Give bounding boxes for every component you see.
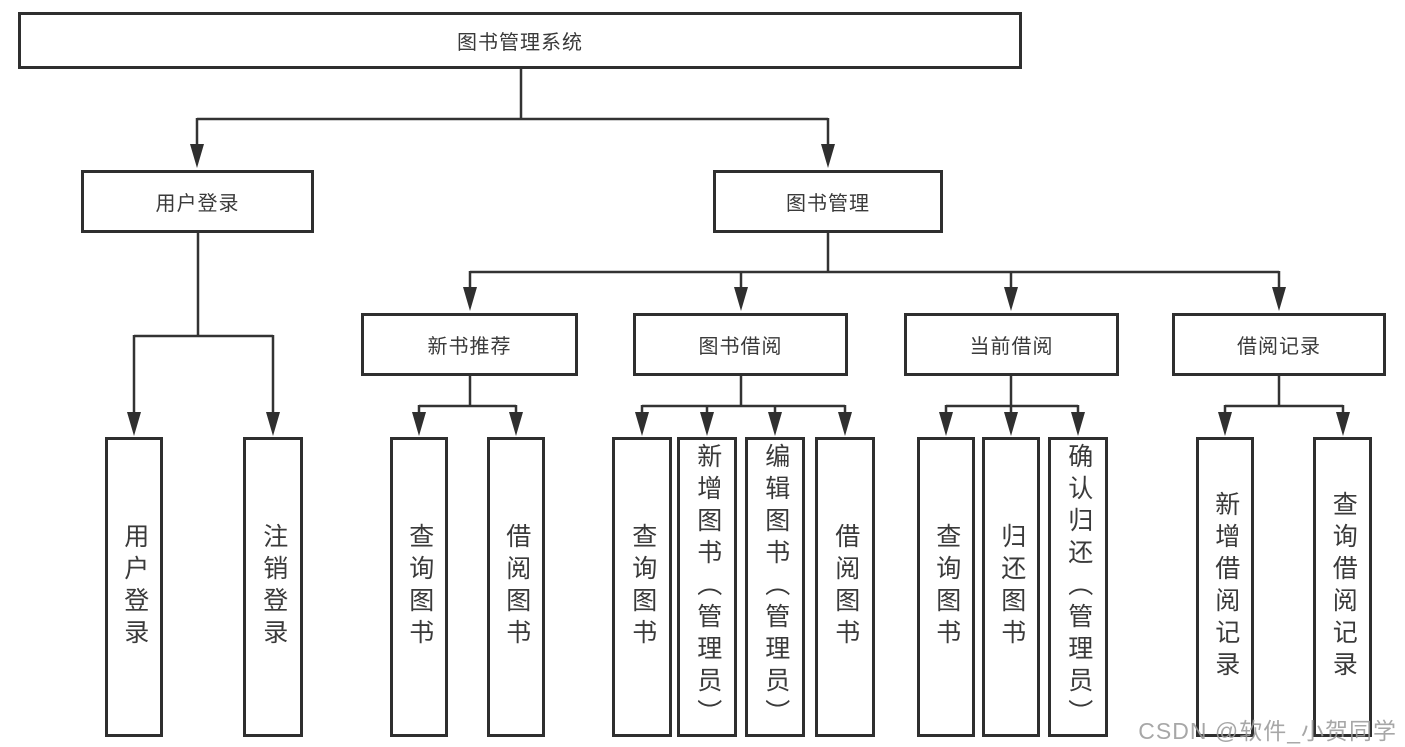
leaf-recommend-query-books: 查询图书 xyxy=(390,437,448,737)
node-book-management-branch: 图书管理 xyxy=(713,170,943,233)
node-label: 用户登录 xyxy=(155,193,240,215)
node-book-borrowing: 图书借阅 xyxy=(633,313,848,376)
node-label: 当前借阅 xyxy=(969,336,1054,358)
leaf-logout: 注销登录 xyxy=(243,437,303,737)
node-label: 图书管理系统 xyxy=(457,32,583,54)
node-label: 新书推荐 xyxy=(427,336,512,358)
node-label: 查询图书 xyxy=(405,523,434,651)
node-label: 新增图书（管理员） xyxy=(693,443,722,731)
node-label: 图书管理 xyxy=(786,193,870,215)
node-label: 借阅图书 xyxy=(502,523,531,651)
leaf-recommend-borrow-books: 借阅图书 xyxy=(487,437,545,737)
node-label: 注销登录 xyxy=(259,523,288,651)
leaf-add-book-admin: 新增图书（管理员） xyxy=(677,437,737,737)
node-label: 图书借阅 xyxy=(698,336,783,358)
leaf-confirm-return-admin: 确认归还（管理员） xyxy=(1048,437,1108,737)
watermark: CSDN @软件_小贺同学 xyxy=(1138,718,1397,744)
node-label: 借阅记录 xyxy=(1237,336,1321,358)
leaf-return-books: 归还图书 xyxy=(982,437,1040,737)
node-label: 查询图书 xyxy=(932,523,961,651)
node-label: 借阅图书 xyxy=(831,523,860,651)
node-label: 编辑图书（管理员） xyxy=(761,443,790,731)
node-user-login-branch: 用户登录 xyxy=(81,170,314,233)
node-label: 查询图书 xyxy=(628,523,657,651)
node-label: 归还图书 xyxy=(997,523,1026,651)
node-new-book-recommendation: 新书推荐 xyxy=(361,313,578,376)
node-label: 新增借阅记录 xyxy=(1211,491,1240,683)
leaf-user-login: 用户登录 xyxy=(105,437,163,737)
leaf-edit-book-admin: 编辑图书（管理员） xyxy=(745,437,805,737)
leaf-current-query-books: 查询图书 xyxy=(917,437,975,737)
node-borrowing-records: 借阅记录 xyxy=(1172,313,1386,376)
leaf-add-borrow-record: 新增借阅记录 xyxy=(1196,437,1254,737)
leaf-borrowing-query-books: 查询图书 xyxy=(612,437,672,737)
leaf-query-borrow-record: 查询借阅记录 xyxy=(1313,437,1372,737)
node-label: 确认归还（管理员） xyxy=(1064,443,1093,731)
node-library-management-system: 图书管理系统 xyxy=(18,12,1022,69)
leaf-borrowing-borrow-books: 借阅图书 xyxy=(815,437,875,737)
node-label: 查询借阅记录 xyxy=(1329,491,1358,683)
node-current-borrowing: 当前借阅 xyxy=(904,313,1119,376)
node-label: 用户登录 xyxy=(120,523,149,651)
